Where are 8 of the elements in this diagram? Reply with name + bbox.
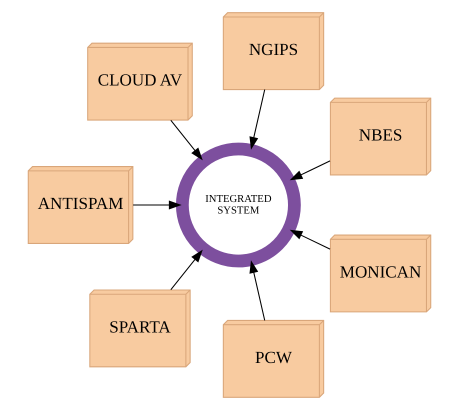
arrow xyxy=(132,200,182,210)
arrow xyxy=(289,230,330,250)
arrow xyxy=(170,250,202,290)
arrow xyxy=(170,120,202,160)
arrow xyxy=(248,89,265,150)
arrow xyxy=(289,160,330,180)
arrow xyxy=(248,260,265,321)
node-circle: INTEGRATED SYSTEM xyxy=(175,142,300,268)
